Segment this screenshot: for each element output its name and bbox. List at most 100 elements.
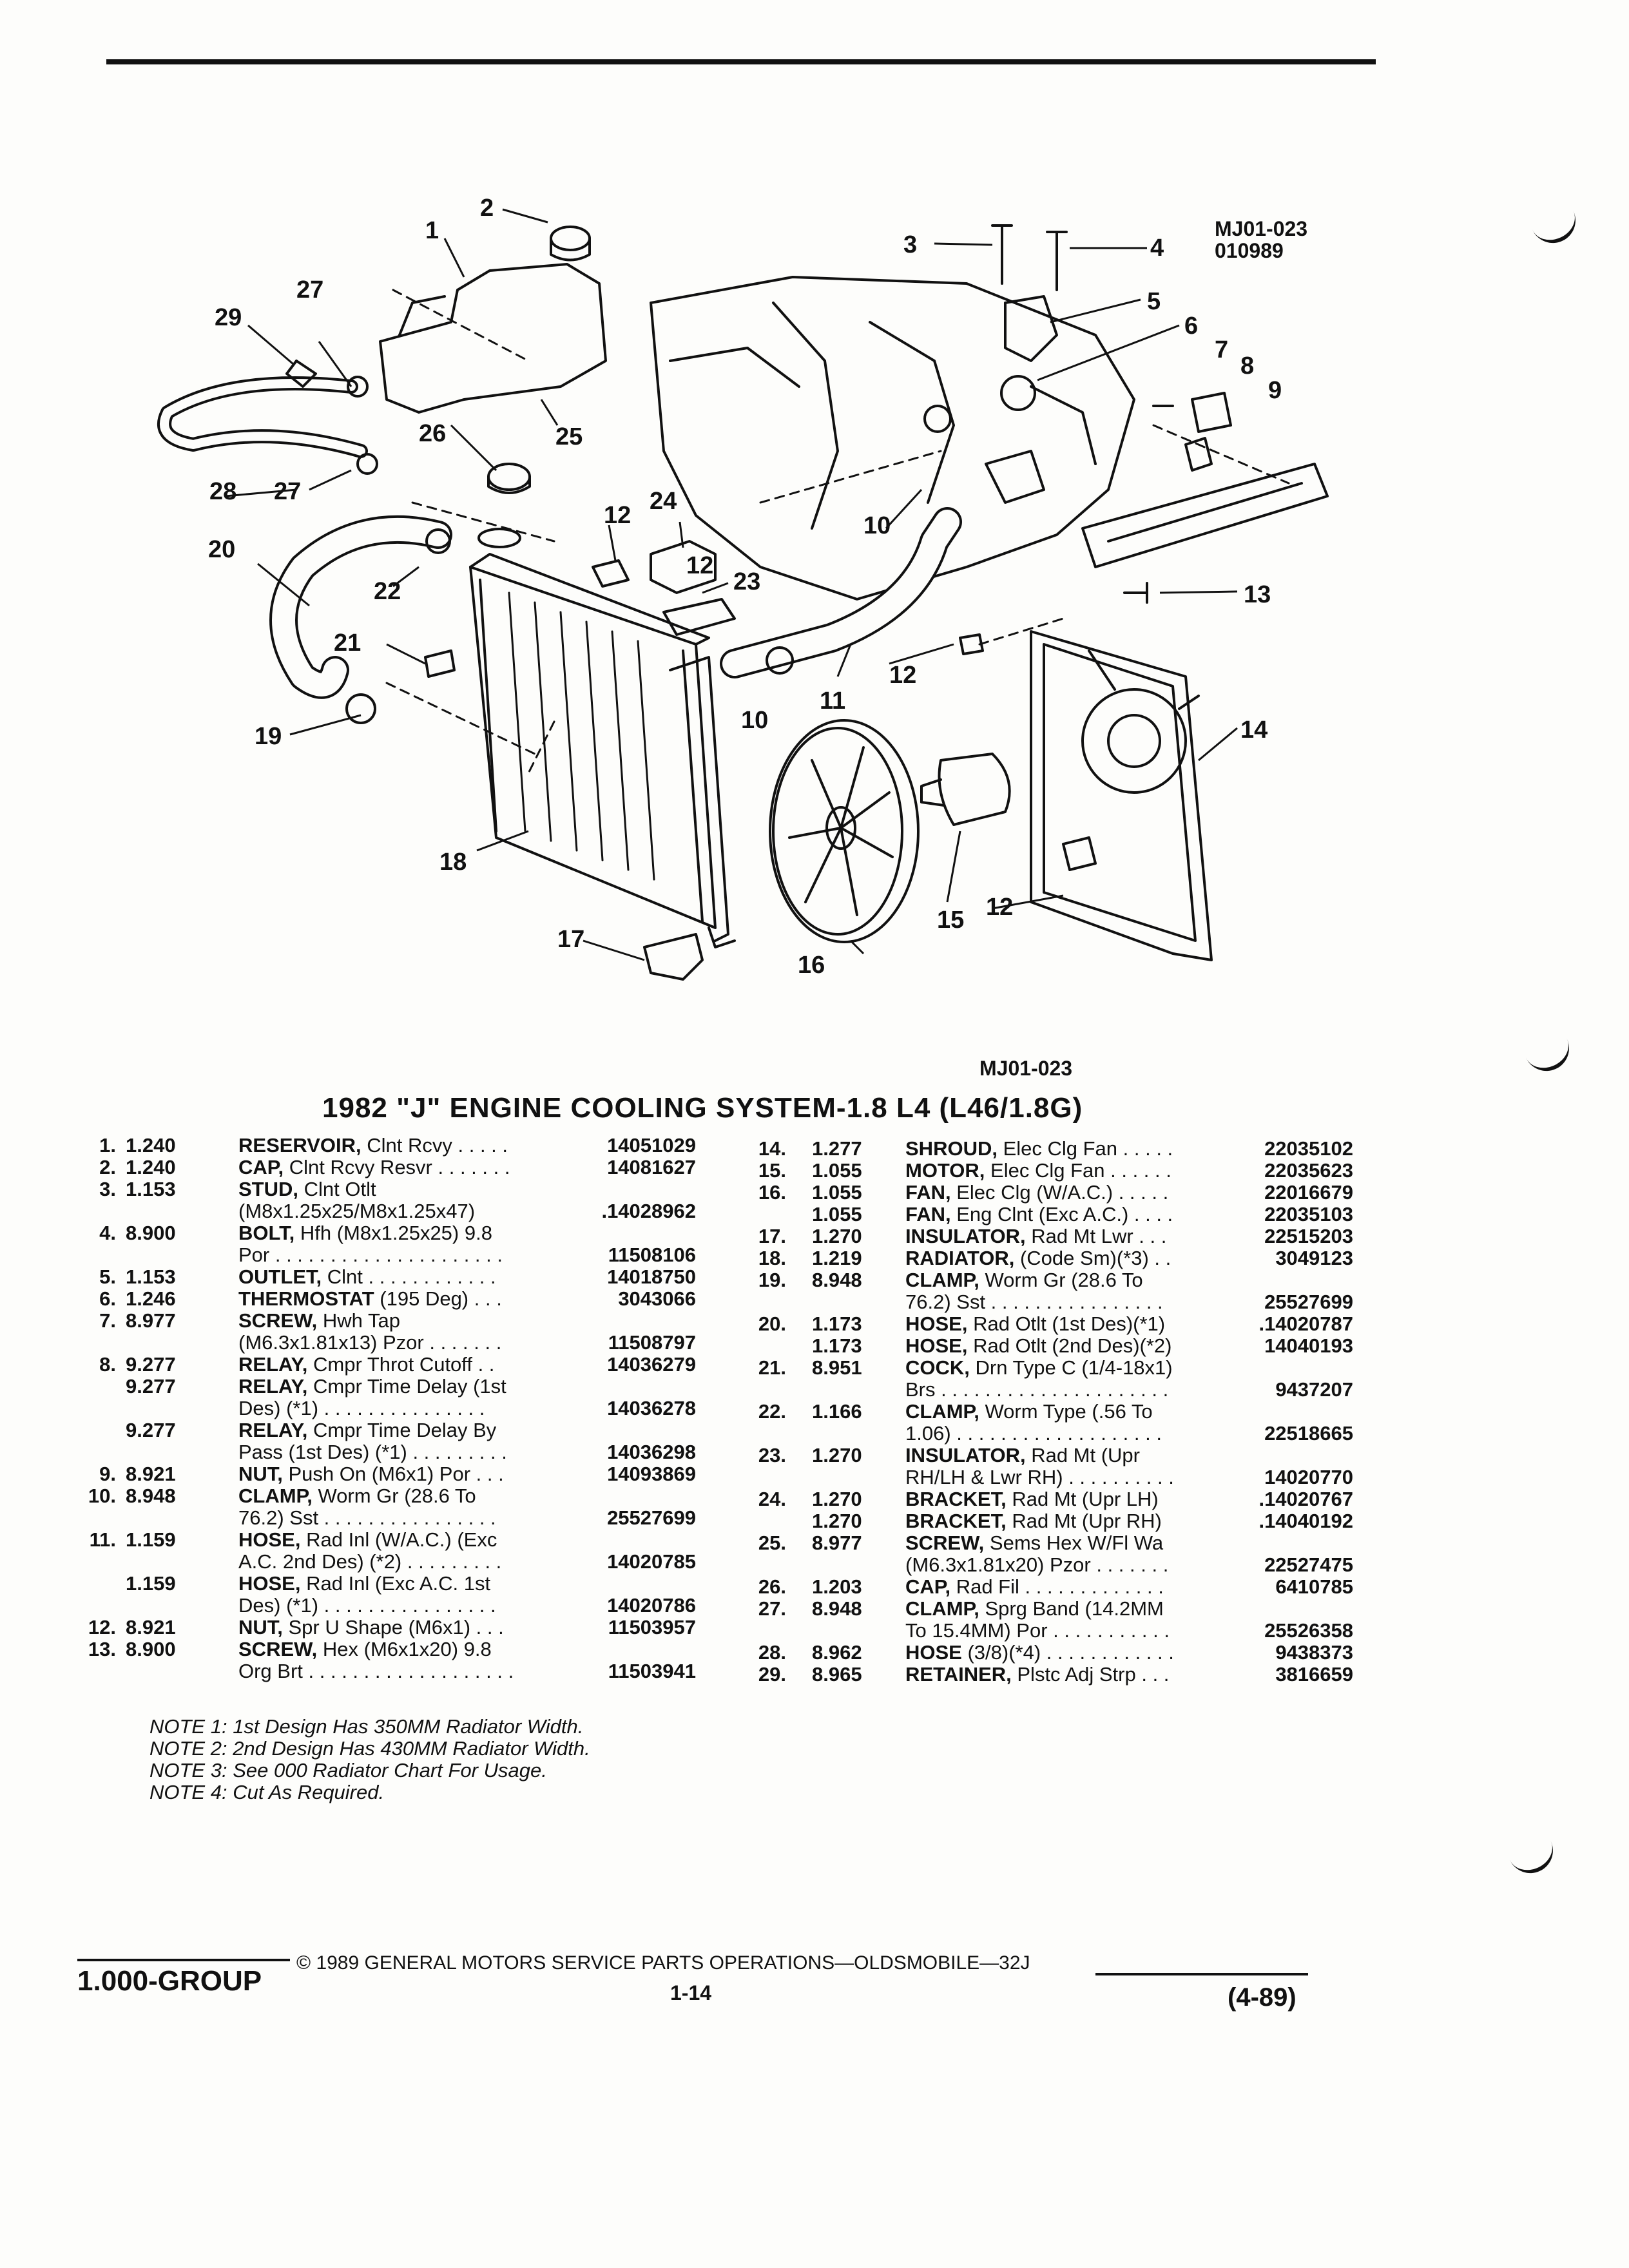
callout-24: 24: [650, 488, 677, 515]
callout-10b: 10: [741, 707, 768, 734]
group-number: 1.055: [812, 1159, 862, 1182]
part-name: BRACKET,: [905, 1488, 1007, 1510]
part-description: MOTOR, Elec Clg Fan . . . . . .: [905, 1159, 1171, 1182]
part-number: 11503941: [608, 1660, 696, 1682]
part-description: FAN, Elec Clg (W/A.C.) . . . . .: [905, 1181, 1168, 1204]
part-detail: Cmpr Throt Cutoff . .: [307, 1353, 495, 1376]
item-number: 16.: [758, 1181, 786, 1204]
callout-12c: 12: [986, 894, 1013, 921]
part-detail: (Code Sm)(*3) . .: [1014, 1247, 1171, 1269]
group-number: 1.173: [812, 1334, 862, 1357]
part-detail: Cmpr Time Delay (1st: [307, 1375, 506, 1398]
figure-caption-ref: MJ01-023: [979, 1057, 1073, 1080]
part-description: (M6.3x1.81x13) Pzor . . . . . . .: [238, 1331, 501, 1354]
callout-2: 2: [480, 195, 494, 222]
part-detail: Worm Type (.56 To: [979, 1400, 1153, 1423]
item-number: 27.: [758, 1597, 786, 1620]
item-number: 13.: [88, 1638, 116, 1660]
part-name: RETAINER,: [905, 1663, 1012, 1686]
part-name: BOLT,: [238, 1222, 295, 1244]
part-detail: Rad Mt (Upr: [1025, 1444, 1140, 1466]
part-description: CAP, Clnt Rcvy Resvr . . . . . . .: [238, 1156, 510, 1179]
callout-29: 29: [215, 304, 242, 331]
part-description: OUTLET, Clnt . . . . . . . . . . . .: [238, 1265, 496, 1289]
part-number: 9437207: [1275, 1378, 1353, 1401]
part-name: SCREW,: [238, 1309, 318, 1332]
part-number: 14093869: [607, 1463, 696, 1485]
part-name: HOSE: [905, 1641, 962, 1664]
part-description: BOLT, Hfh (M8x1.25x25) 9.8: [238, 1222, 492, 1245]
part-detail: To 15.4MM) Por . . . . . . . . . . .: [905, 1619, 1170, 1642]
part-description: CLAMP, Sprg Band (14.2MM: [905, 1597, 1164, 1620]
fan-motor: [938, 753, 1011, 826]
page-number: 1-14: [670, 1981, 712, 2004]
part-number: 11503957: [608, 1616, 696, 1639]
group-number: 1.270: [812, 1225, 862, 1247]
part-detail: Rad Mt Lwr . . .: [1025, 1225, 1167, 1247]
part-number: 6410785: [1275, 1575, 1353, 1598]
group-label: 1.000-GROUP: [77, 1965, 262, 1997]
part-detail: Rad Mt (Upr RH): [1006, 1510, 1162, 1532]
item-number: 14.: [758, 1137, 786, 1160]
callout-6: 6: [1184, 312, 1198, 340]
item-number: 6.: [99, 1287, 116, 1310]
callout-12d: 12: [686, 552, 713, 579]
part-number: 14036279: [607, 1353, 696, 1376]
part-description: Pass (1st Des) (*1) . . . . . . . . .: [238, 1441, 507, 1464]
relay: [1191, 392, 1232, 433]
part-description: Por . . . . . . . . . . . . . . . . . . …: [238, 1244, 503, 1267]
part-number: 14040193: [1264, 1334, 1353, 1357]
part-detail: (M6.3x1.81x20) Pzor . . . . . . .: [905, 1553, 1169, 1576]
part-description: HOSE, Rad Inl (W/A.C.) (Exc: [238, 1528, 497, 1552]
figure-ref-date: 010989: [1215, 239, 1284, 262]
part-detail: Rad Otlt (1st Des)(*1): [967, 1312, 1166, 1335]
part-description: STUD, Clnt Otlt: [238, 1178, 376, 1201]
part-detail: Clnt Otlt: [298, 1178, 376, 1200]
part-number: 22518665: [1264, 1422, 1353, 1445]
engine-block: [650, 276, 1135, 601]
callout-15: 15: [937, 907, 964, 934]
coolant-reservoir: [379, 263, 607, 414]
item-number: 17.: [758, 1225, 786, 1247]
item-number: 7.: [99, 1309, 116, 1332]
callout-1: 1: [425, 217, 439, 244]
group-number: 1.159: [126, 1528, 176, 1551]
part-description: RELAY, Cmpr Throt Cutoff . .: [238, 1353, 494, 1376]
group-number: 1.246: [126, 1287, 176, 1310]
thermostat-outlet: [1004, 295, 1058, 362]
item-number: 1.: [99, 1134, 116, 1157]
part-name: HOSE,: [905, 1334, 968, 1357]
part-name: FAN,: [905, 1181, 951, 1204]
part-name: CLAMP,: [905, 1269, 979, 1291]
callout-5: 5: [1147, 288, 1161, 315]
callout-14: 14: [1240, 716, 1268, 744]
part-number: 14020785: [607, 1550, 696, 1573]
item-number: 28.: [758, 1641, 786, 1664]
item-number: 4.: [99, 1222, 116, 1244]
part-name: COCK,: [905, 1356, 970, 1379]
group-number: 8.965: [812, 1663, 862, 1686]
part-description: RETAINER, Plstc Adj Strp . . .: [905, 1663, 1169, 1686]
part-detail: Por . . . . . . . . . . . . . . . . . . …: [238, 1244, 503, 1266]
part-name: RESERVOIR,: [238, 1134, 361, 1157]
footer-rule-left: [77, 1959, 290, 1961]
